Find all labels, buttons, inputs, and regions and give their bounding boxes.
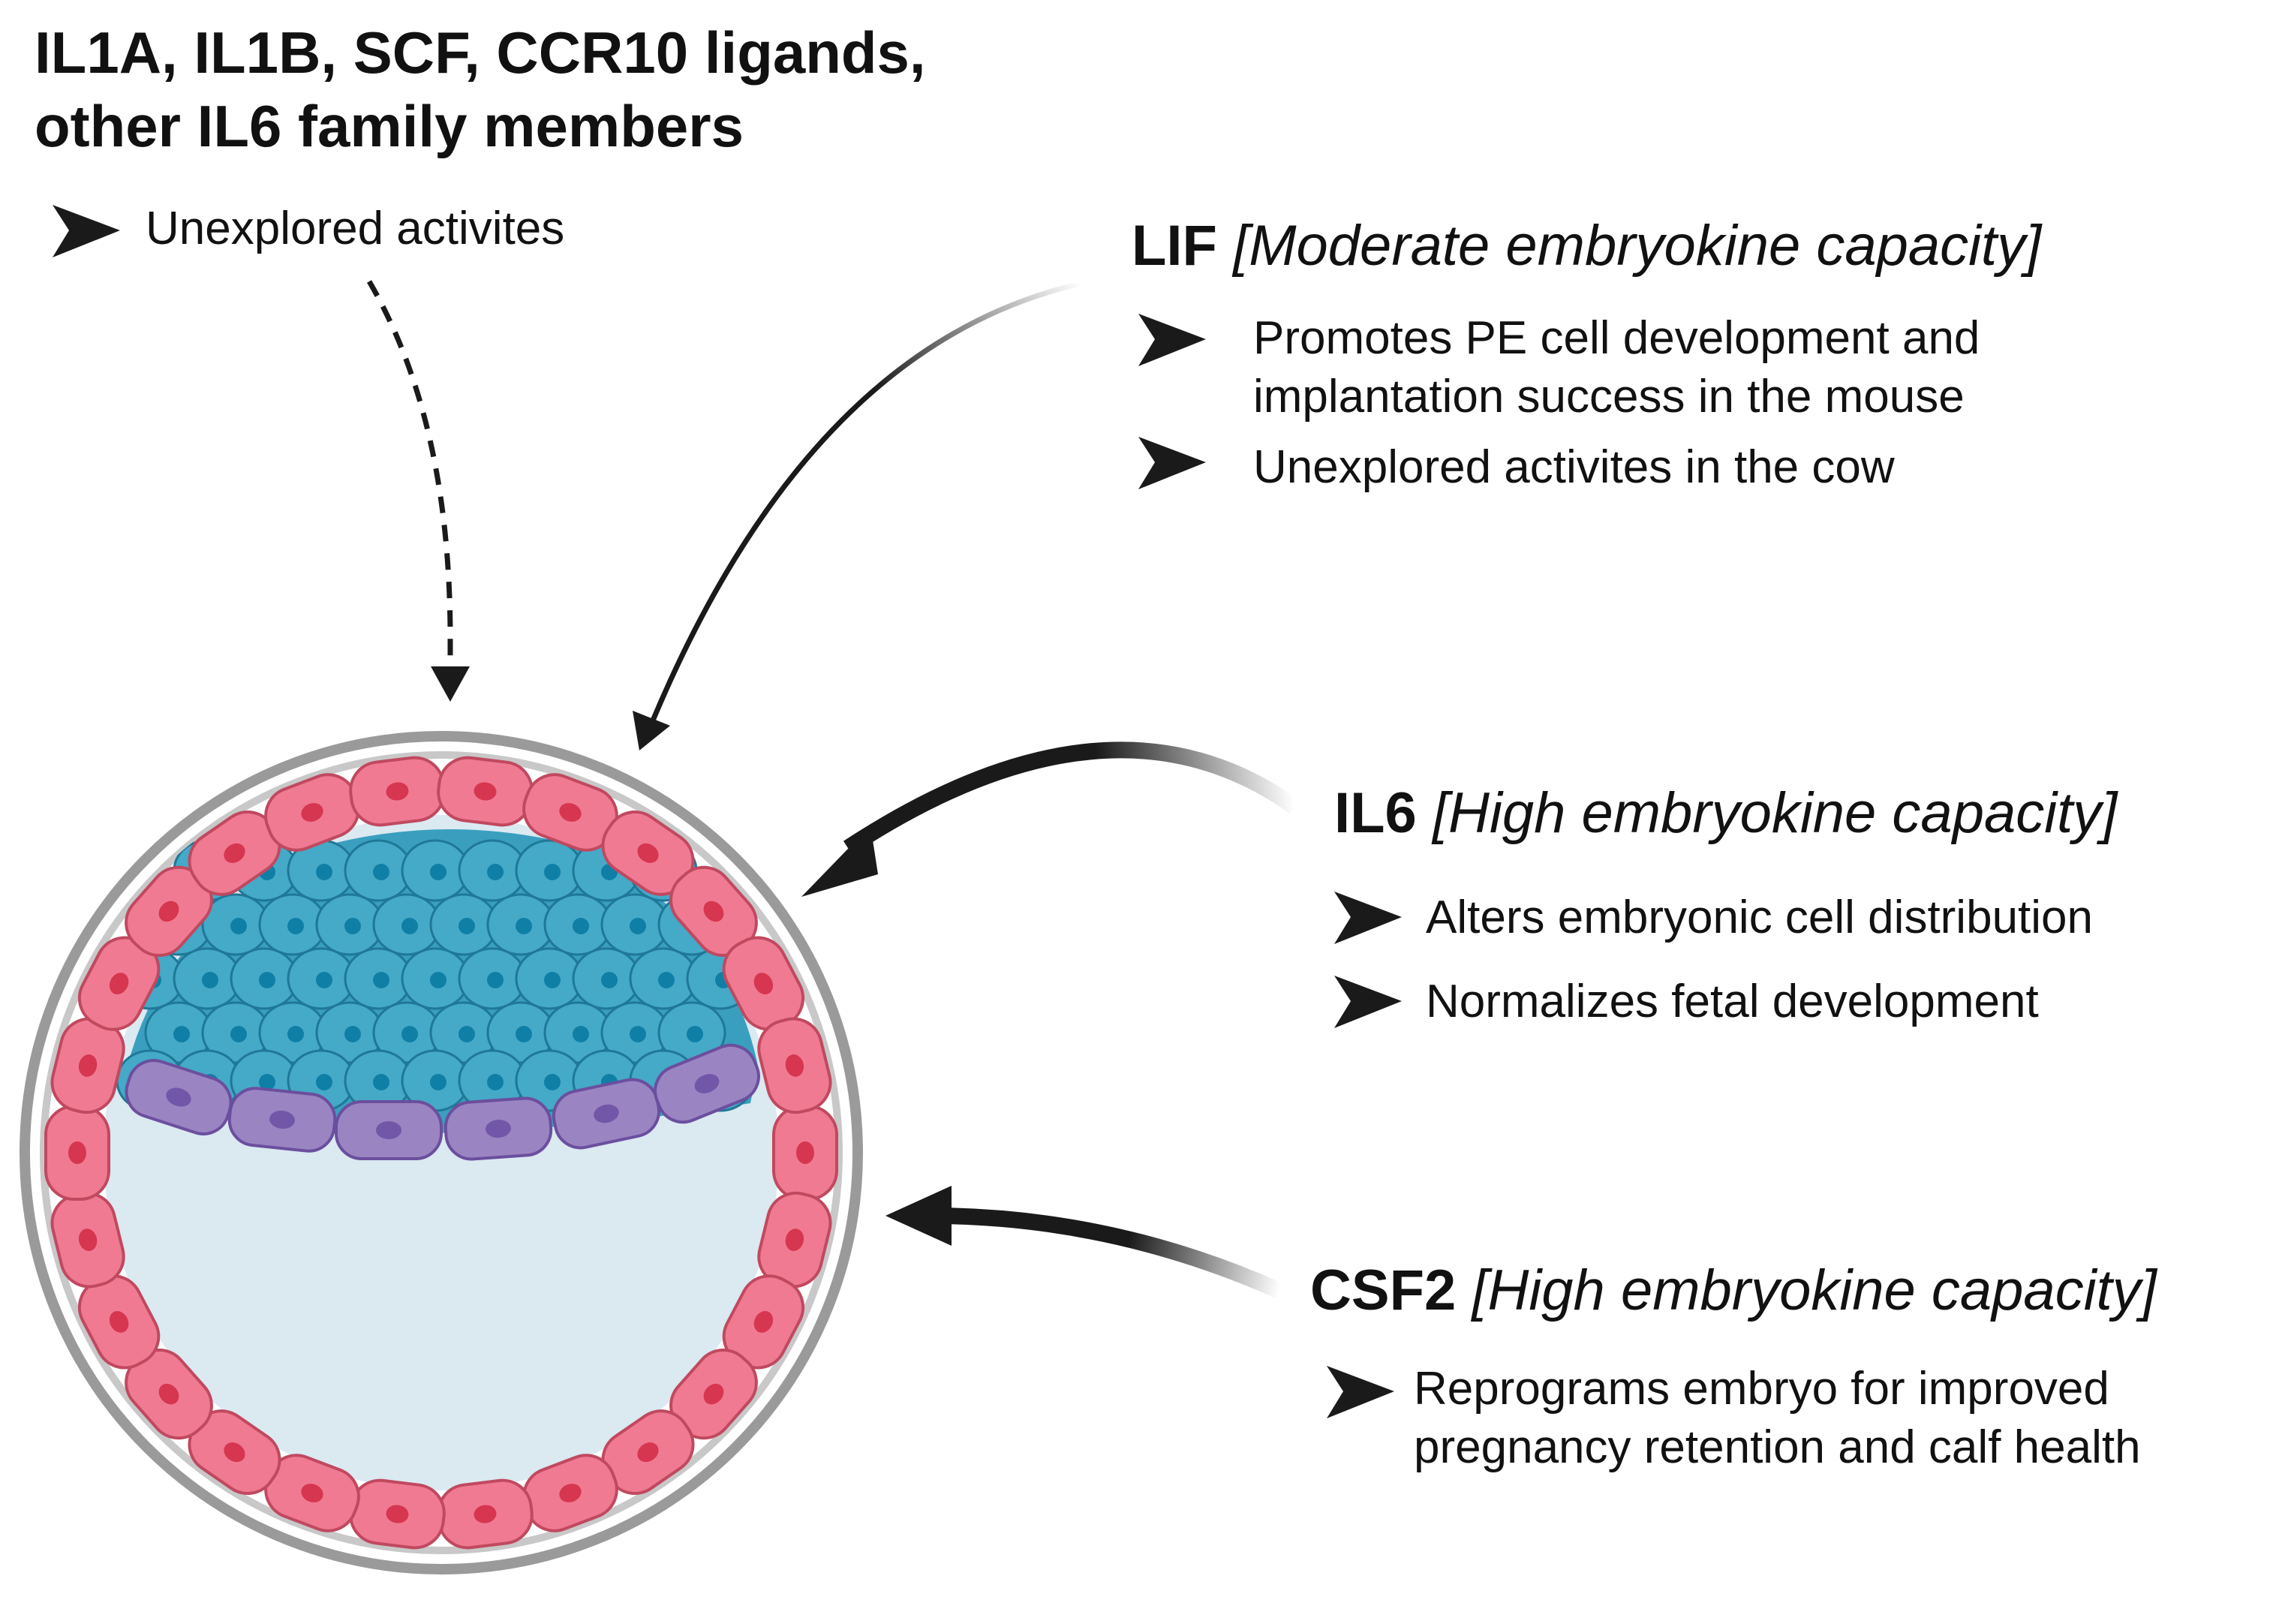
icm-cell: [201, 893, 270, 956]
trophectoderm-cell: [669, 865, 758, 958]
trophectoderm-cell: [125, 1348, 213, 1440]
trophectoderm-cell: [349, 1478, 446, 1550]
icm-cell: [458, 1049, 527, 1112]
lif-capacity: [Moderate embryokine capacity]: [1233, 214, 2042, 278]
icm-cell: [429, 1001, 498, 1064]
icm-cell: [657, 1001, 726, 1064]
chevron-bullet-icon: [1334, 892, 1402, 944]
lif-bullet1-line1: Promotes PE cell development and: [1253, 312, 1980, 364]
chevron-bullet-icon: [1138, 314, 1206, 366]
arrow-unexplored-ligands: [366, 280, 470, 702]
csf2-heading: CSF2 [High embryokine capacity]: [1310, 1258, 2157, 1323]
arrow-lif: [633, 281, 1081, 750]
il6-bullet1: Alters embryonic cell distribution: [1426, 892, 2094, 943]
icm-cell: [315, 893, 384, 956]
trophectoderm-cell: [77, 1274, 161, 1370]
icm-cell: [173, 947, 242, 1010]
lif-name: LIF: [1132, 214, 1217, 278]
trophectoderm-cell: [437, 756, 534, 827]
arrowhead-dashed: [431, 666, 470, 702]
trophectoderm-cell: [522, 1454, 618, 1532]
trophectoderm-cell: [772, 1105, 838, 1201]
arrow-csf2: [885, 1186, 1283, 1299]
icm-cell: [258, 893, 327, 956]
il6-name: IL6: [1334, 781, 1417, 845]
primitive-endoderm-cells: [125, 1043, 760, 1161]
trophectoderm-cell: [44, 1105, 110, 1201]
icm-cell: [458, 947, 527, 1010]
trophectoderm-cell: [125, 865, 213, 958]
trophectoderm-cell: [757, 1191, 832, 1289]
arrowhead-il6: [801, 826, 878, 897]
primitive-endoderm-cell: [443, 1096, 553, 1161]
trophectoderm-cell: [601, 810, 695, 896]
arrowhead-lif: [633, 711, 670, 750]
chevron-bullet-icon: [53, 205, 120, 257]
csf2-capacity: [High embryokine capacity]: [1472, 1259, 2157, 1322]
arrowhead-csf2: [885, 1186, 952, 1246]
unexplored-ligands-title-line1: IL1A, IL1B, SCF, CCR10 ligands,: [35, 20, 926, 86]
chevron-bullet-icon: [1138, 437, 1206, 489]
icm-cell: [287, 839, 356, 902]
trophectoderm-cell: [522, 773, 618, 852]
primitive-endoderm-cell: [227, 1087, 337, 1153]
arrow-il6: [801, 741, 1300, 897]
csf2-bullet1-line1: Reprograms embryo for improved: [1414, 1363, 2109, 1415]
il6-heading: IL6 [High embryokine capacity]: [1334, 780, 2117, 846]
trophectoderm-cell: [349, 756, 446, 827]
icm-cell: [201, 1001, 270, 1064]
primitive-endoderm-cell: [125, 1059, 233, 1135]
lif-heading: LIF [Moderate embryokine capacity]: [1132, 213, 2041, 278]
primitive-endoderm-cell: [654, 1043, 760, 1124]
icm-cell: [344, 947, 413, 1010]
blastocyst: [20, 731, 863, 1574]
lif-bullet2: Unexplored activites in the cow: [1253, 441, 1895, 493]
icm-cell: [543, 893, 612, 956]
icm-cell: [287, 947, 356, 1010]
lif-bullet1-line2: implantation success in the mouse: [1253, 371, 1965, 423]
csf2-bullet1-line2: pregnancy retention and calf health: [1414, 1421, 2141, 1473]
trophectoderm-cell: [757, 1017, 832, 1114]
trophectoderm-cell: [722, 1274, 805, 1370]
icm-cell: [486, 1001, 555, 1064]
chevron-bullet-icon: [1334, 976, 1402, 1028]
unexplored-ligands-bullet: Unexplored activites: [146, 203, 565, 254]
trophectoderm-cell: [264, 1454, 360, 1532]
il6-capacity: [High embryokine capacity]: [1432, 781, 2118, 845]
primitive-endoderm-cell: [335, 1100, 443, 1160]
chevron-bullet-icon: [1327, 1366, 1394, 1418]
trophectoderm-cells: [44, 756, 838, 1550]
unexplored-ligands-title-line2: other IL6 family members: [35, 93, 744, 159]
icm-cell: [486, 893, 555, 956]
icm-cell: [600, 1001, 669, 1064]
icm-cell: [344, 839, 413, 902]
csf2-name: CSF2: [1310, 1259, 1457, 1322]
il6-bullet2: Normalizes fetal development: [1426, 976, 2039, 1027]
trophectoderm-cell: [437, 1478, 534, 1550]
